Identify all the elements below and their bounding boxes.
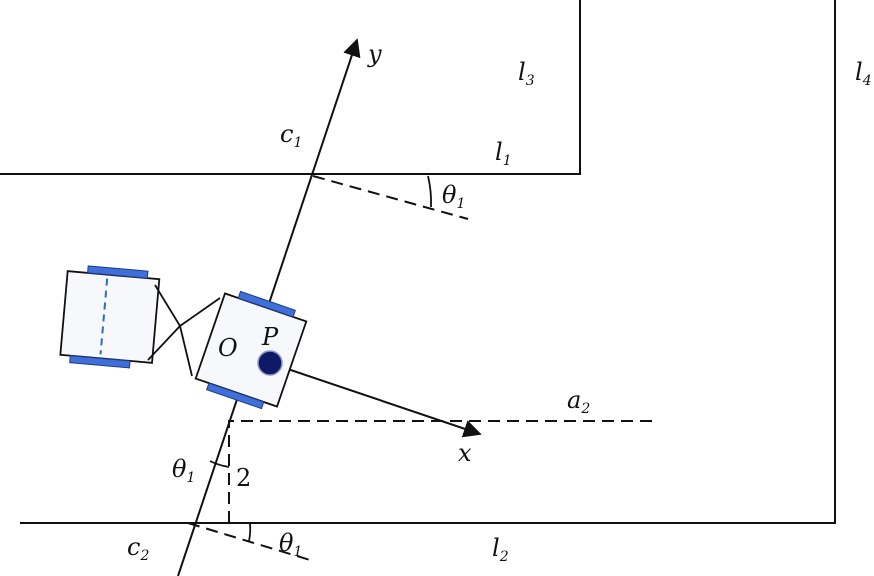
label-l3: l3: [518, 58, 535, 89]
trailer-wheel-bottom: [69, 355, 131, 369]
label-distance: 2: [236, 464, 251, 492]
angle-arc-theta-left: [209, 460, 230, 468]
label-a2: a2: [567, 386, 590, 417]
dashed-a2-line: [228, 420, 655, 523]
angle-arc-theta-top: [427, 175, 432, 208]
trailer-wheel-top: [87, 265, 149, 279]
label-p: P: [261, 323, 279, 351]
wall-l1-l3: [0, 0, 581, 175]
hitch-link: [154, 284, 221, 328]
label-theta-top: θ1: [442, 181, 465, 212]
label-c2: c2: [127, 533, 149, 564]
tractor-wheel-bottom: [206, 382, 265, 410]
hitch-link-lower: [147, 324, 193, 377]
x-axis: [269, 362, 482, 438]
angle-arc-theta-bottom: [248, 522, 252, 542]
tractor-wheel-top: [237, 290, 296, 318]
wall-l2-l4: [20, 0, 836, 524]
label-origin: O: [218, 334, 238, 362]
dashed-normal-c2: [187, 522, 311, 561]
point-p-marker: [257, 350, 283, 376]
label-x: x: [458, 439, 472, 467]
label-theta-left: θ1: [172, 455, 195, 486]
label-y: y: [367, 40, 382, 68]
trailer-body: [59, 265, 161, 369]
tractor-body: [194, 290, 308, 410]
label-l2: l2: [492, 534, 509, 565]
label-l4: l4: [855, 58, 872, 89]
dashed-normal-c1: [312, 175, 469, 220]
label-c1: c1: [280, 120, 302, 151]
label-l1: l1: [495, 138, 512, 169]
label-theta-bottom: θ1: [279, 529, 302, 560]
